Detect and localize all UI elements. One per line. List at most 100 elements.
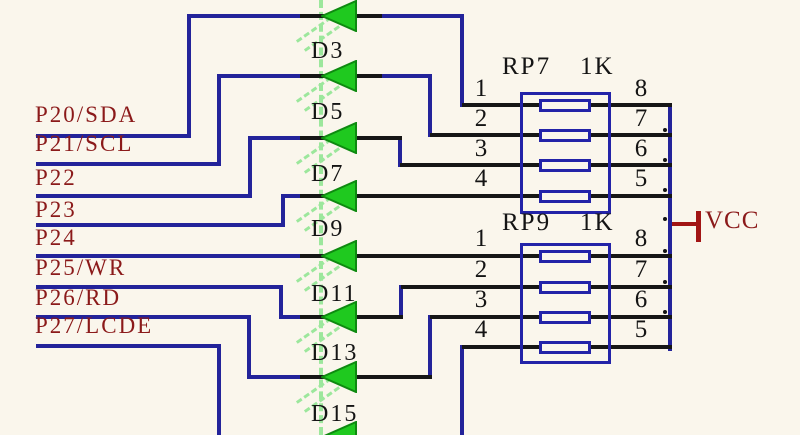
wire xyxy=(462,103,541,107)
wire xyxy=(356,136,402,140)
vcc-label: VCC xyxy=(705,207,760,234)
pin-number: 5 xyxy=(634,165,648,192)
resistor-element xyxy=(539,129,591,142)
power-rail-bar-icon xyxy=(696,211,701,242)
junction-dot xyxy=(663,310,667,314)
led-diode-icon xyxy=(321,122,357,154)
wire xyxy=(590,194,672,198)
wire xyxy=(356,254,541,258)
vcc-wire xyxy=(672,222,700,226)
wire xyxy=(250,136,302,140)
port-label-p24: P24 xyxy=(35,225,77,250)
pin-number: 7 xyxy=(634,256,648,283)
wire xyxy=(356,14,382,18)
wire xyxy=(189,14,302,18)
resistor-element xyxy=(539,341,591,354)
junction-dot xyxy=(663,158,667,162)
port-label-p21-scl: P21/SCL xyxy=(35,131,134,156)
wire xyxy=(249,375,302,379)
power-bus-wire xyxy=(668,103,672,351)
port-label-p23: P23 xyxy=(35,197,77,222)
pin-number: 6 xyxy=(634,135,648,162)
diode-designator: D9 xyxy=(311,216,345,242)
led-diode-icon xyxy=(321,301,357,333)
wire xyxy=(428,315,432,379)
wire xyxy=(36,134,189,138)
port-label-p26-rd: P26/RD xyxy=(35,285,122,310)
led-diode-icon xyxy=(321,60,357,92)
pin-number: 3 xyxy=(474,135,488,162)
led-diode-icon xyxy=(321,240,357,272)
pin-number: 7 xyxy=(634,105,648,132)
wire xyxy=(187,14,191,138)
port-label-p27-lcde: P27/LCDE xyxy=(35,313,154,338)
wire xyxy=(356,74,382,78)
resistor-pack-rp7-ref: RP7 xyxy=(502,53,552,80)
port-label-p25-wr: P25/WR xyxy=(35,255,127,280)
pin-number: 6 xyxy=(634,286,648,313)
pin-number: 2 xyxy=(474,105,488,132)
diode-designator: D5 xyxy=(311,99,345,125)
diode-designator: D7 xyxy=(311,161,345,187)
pin-number: 1 xyxy=(474,75,488,102)
led-diode-icon xyxy=(321,180,357,212)
pin-number: 3 xyxy=(474,286,488,313)
wire xyxy=(300,375,324,379)
junction-dot xyxy=(663,280,667,284)
wire xyxy=(590,345,672,349)
diode-designator: D11 xyxy=(311,281,358,307)
wire xyxy=(36,315,249,319)
led-diode-icon xyxy=(321,361,357,393)
wire xyxy=(356,194,541,198)
resistor-element xyxy=(539,190,591,203)
wire xyxy=(380,74,432,78)
wire xyxy=(590,315,672,319)
wire xyxy=(36,254,302,258)
wire xyxy=(300,194,324,198)
led-column-dashed-line xyxy=(319,0,323,435)
resistor-element xyxy=(539,99,591,112)
wire xyxy=(380,14,464,18)
wire xyxy=(356,315,403,319)
wire xyxy=(462,345,541,349)
junction-dot xyxy=(663,128,667,132)
wire xyxy=(36,162,219,166)
wire xyxy=(300,74,324,78)
wire xyxy=(217,74,221,166)
wire xyxy=(590,285,672,289)
wire xyxy=(36,344,219,348)
resistor-element xyxy=(539,250,591,263)
wire xyxy=(460,345,464,435)
wire xyxy=(398,136,402,167)
wire xyxy=(247,315,251,379)
diode-designator: D3 xyxy=(311,38,345,64)
port-label-p22: P22 xyxy=(35,165,77,190)
wire xyxy=(300,254,324,258)
wire xyxy=(399,285,403,319)
pin-number: 1 xyxy=(474,225,488,252)
wire xyxy=(428,74,432,137)
wire xyxy=(356,375,432,379)
wire xyxy=(281,315,302,319)
wire xyxy=(283,194,302,198)
diode-designator: D15 xyxy=(311,401,359,427)
junction-dot xyxy=(663,249,667,253)
led-diode-icon xyxy=(321,0,357,32)
wire xyxy=(300,136,324,140)
pin-number: 8 xyxy=(634,75,648,102)
wire xyxy=(430,315,541,319)
wire xyxy=(36,285,281,289)
junction-dot xyxy=(663,188,667,192)
resistor-pack-rp9-box xyxy=(520,243,611,364)
resistor-pack-rp7-value: 1K xyxy=(580,53,615,80)
wire xyxy=(400,163,541,167)
resistor-element xyxy=(539,159,591,172)
diode-designator: D13 xyxy=(311,340,359,366)
resistor-pack-rp9-value: 1K xyxy=(580,209,615,236)
wire xyxy=(590,163,672,167)
pin-number: 4 xyxy=(474,165,488,192)
pin-number: 4 xyxy=(474,316,488,343)
wire xyxy=(36,194,250,198)
wire xyxy=(219,74,302,78)
